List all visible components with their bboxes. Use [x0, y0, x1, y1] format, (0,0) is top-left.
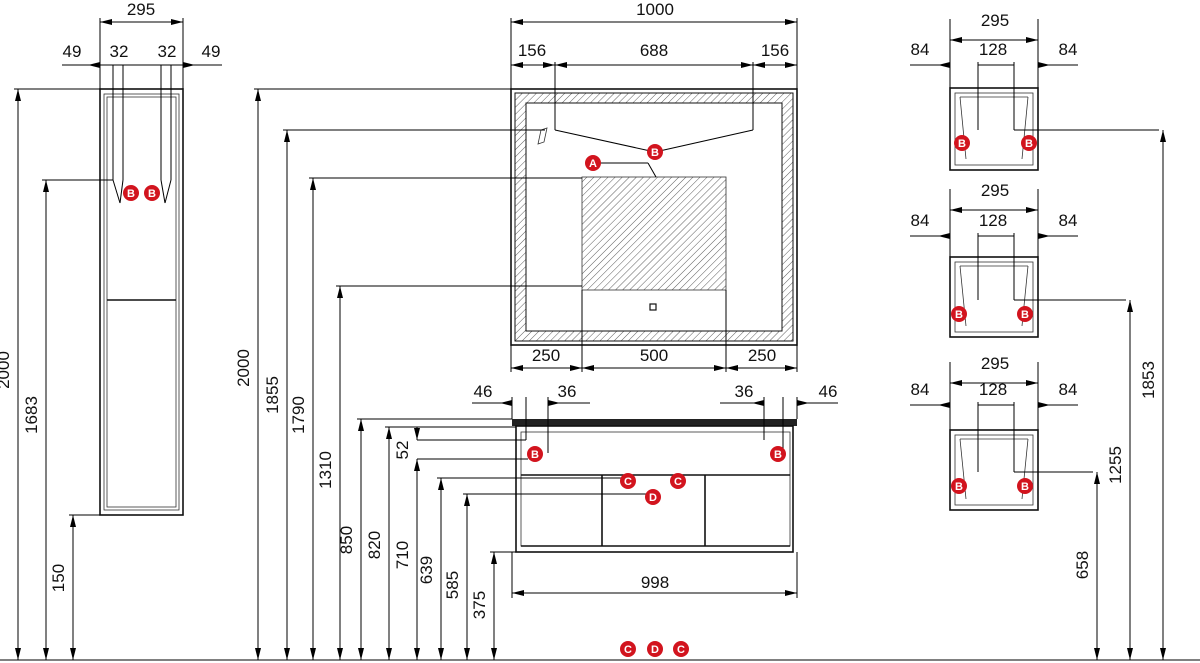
dimension-label: 36: [735, 382, 754, 401]
dimension-label: 128: [979, 211, 1007, 230]
callout-marker: D: [645, 489, 661, 505]
callout-letter: B: [955, 309, 963, 321]
dimension-label: 250: [748, 346, 776, 365]
callout-marker: B: [144, 185, 160, 201]
dimension-label: 375: [470, 591, 489, 619]
callout-marker: C: [620, 641, 636, 657]
dimension-label: 295: [127, 0, 155, 19]
dimension-label: 850: [337, 526, 356, 554]
dimension-label: 128: [979, 40, 1007, 59]
callout-letter: B: [958, 138, 966, 150]
dimension-label: 1855: [263, 376, 282, 414]
dimension-label: 295: [981, 181, 1009, 200]
dimension-label: 84: [1059, 380, 1078, 399]
dimension-label: 49: [63, 42, 82, 61]
callout-marker: B: [123, 185, 139, 201]
dimension-line: [654, 129, 754, 153]
dimension-label: 500: [640, 346, 668, 365]
callout-letter: B: [127, 188, 135, 200]
wall-boxes: [949, 87, 1039, 511]
dimension-label: 84: [1059, 40, 1078, 59]
callout-marker: B: [647, 144, 663, 160]
tall-cabinet: [99, 88, 184, 516]
callout-marker: B: [1017, 306, 1033, 322]
callout-letter: D: [649, 492, 657, 504]
dimension-label: 2000: [234, 349, 253, 387]
dimension-label: 84: [911, 211, 930, 230]
dimension-label: 156: [761, 41, 789, 60]
dimension-label: 688: [640, 41, 668, 60]
callout-marker: B: [954, 135, 970, 151]
callout-marker: B: [951, 306, 967, 322]
dimension-label: 639: [417, 556, 436, 584]
dimension-label: 658: [1073, 551, 1092, 579]
dimension-line: [554, 129, 656, 153]
dimension-label: 84: [911, 380, 930, 399]
dimension-label: 46: [474, 382, 493, 401]
dimension-label: 49: [202, 42, 221, 61]
callout-letter: B: [531, 449, 539, 461]
dimension-label: 2000: [0, 351, 13, 389]
mirror: [510, 88, 798, 346]
dimension-label: 32: [158, 42, 177, 61]
vanity-cabinet: [512, 419, 797, 553]
dimension-label: 84: [911, 40, 930, 59]
dimension-label: 1000: [636, 0, 674, 19]
dimension-label: 32: [110, 42, 129, 61]
dimension-label: 1853: [1139, 361, 1158, 399]
callout-letter: B: [148, 188, 156, 200]
dimension-label: 820: [365, 531, 384, 559]
callout-marker: B: [1021, 135, 1037, 151]
callout-marker: B: [1017, 478, 1033, 494]
callout-marker: A: [585, 155, 601, 171]
dimension-label: 156: [518, 41, 546, 60]
callout-letter: B: [1025, 138, 1033, 150]
callout-letter: A: [589, 158, 597, 170]
dimension-label: 46: [819, 382, 838, 401]
touch-switch-icon: [649, 303, 657, 311]
dimension-line: [164, 179, 172, 204]
dimension-label: 585: [443, 571, 462, 599]
callout-marker: B: [770, 446, 786, 462]
dimension-line: [119, 179, 124, 204]
callout-letter: D: [651, 644, 659, 656]
dimension-label: 52: [393, 441, 412, 460]
callout-marker: D: [647, 641, 663, 657]
callout-letter: C: [677, 644, 685, 656]
callout-letter: C: [674, 476, 682, 488]
callout-marker: C: [673, 641, 689, 657]
dimension-label: 998: [641, 573, 669, 592]
dimension-line: [160, 179, 166, 204]
callout-letter: B: [1021, 309, 1029, 321]
callout-letter: B: [955, 481, 963, 493]
dimension-label: 150: [49, 564, 68, 592]
dimension-label: 710: [393, 541, 412, 569]
callout-letter: B: [1021, 481, 1029, 493]
dimension-label: 1310: [316, 451, 335, 489]
callout-letter: C: [624, 644, 632, 656]
callout-marker: C: [670, 473, 686, 489]
callout-marker: C: [620, 473, 636, 489]
dimension-label: 84: [1059, 211, 1078, 230]
dimension-label: 1255: [1106, 446, 1125, 484]
dimension-line: [647, 162, 657, 178]
callout-marker: B: [951, 478, 967, 494]
dimension-label: 1790: [289, 396, 308, 434]
dimension-label: 295: [981, 354, 1009, 373]
dimension-line: [112, 179, 121, 204]
callout-letter: C: [624, 476, 632, 488]
callout-letter: B: [651, 147, 659, 159]
dimension-label: 295: [981, 11, 1009, 30]
dimension-label: 36: [558, 382, 577, 401]
callout-marker: B: [527, 446, 543, 462]
dimension-label: 1683: [22, 396, 41, 434]
dimension-label: 250: [532, 346, 560, 365]
callout-letter: B: [774, 449, 782, 461]
dimension-label: 128: [979, 380, 1007, 399]
